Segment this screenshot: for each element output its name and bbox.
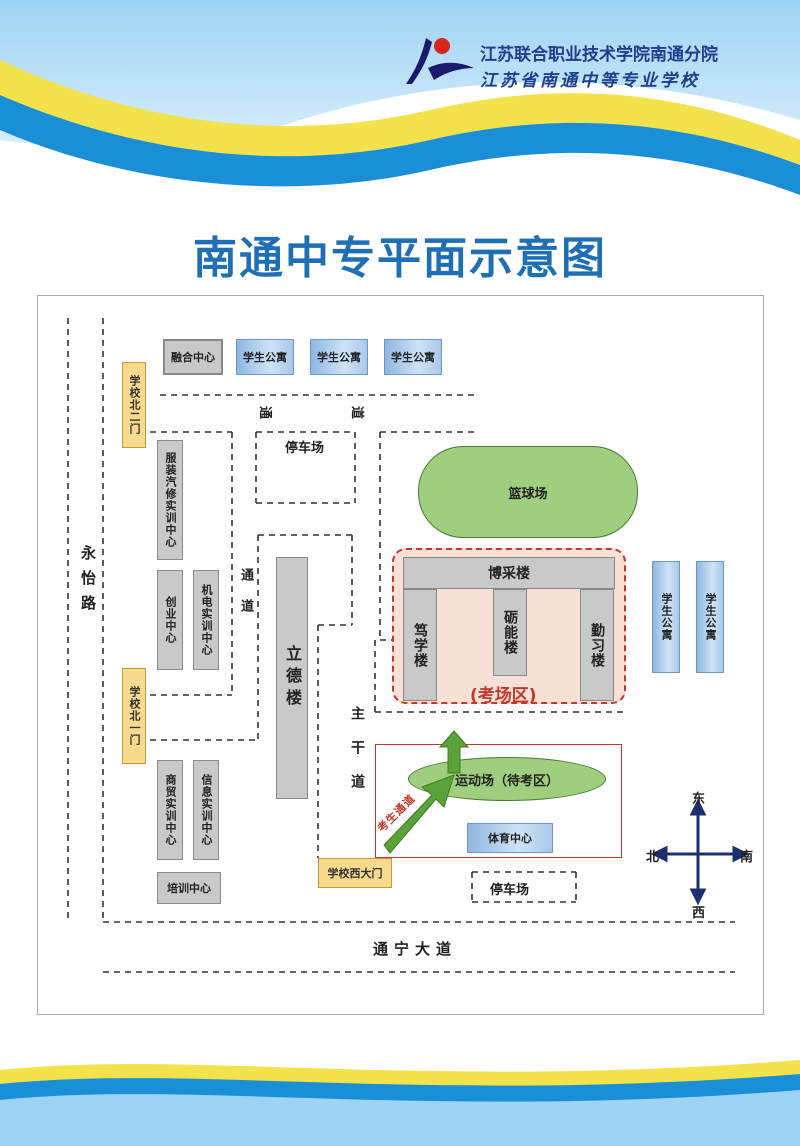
exam-zone-label: (考场区): [470, 686, 537, 706]
building-fuzhuang: 服装汽修实训中心: [157, 440, 183, 560]
compass-east: 东: [692, 792, 706, 807]
gate-west-main: 学校西大门: [318, 858, 392, 888]
road-yongyi: 永怡路: [79, 545, 97, 620]
header-wave-background: [0, 0, 800, 195]
building-lineng: 砺能楼: [493, 589, 527, 676]
building-apartment-4: 学生公寓: [652, 561, 680, 673]
parking-top: 停车场: [285, 441, 325, 456]
building-qinxi: 勤习楼: [580, 589, 614, 701]
building-xinxi: 信息实训中心: [193, 760, 219, 860]
gate-north-2: 学校北二门: [122, 362, 146, 448]
school-name-line-2: 江苏省南通中等专业学校: [480, 71, 700, 91]
building-ronghe: 融合中心: [163, 339, 223, 375]
building-apartment-1: 学生公寓: [236, 339, 294, 375]
road-tongning: 通宁大道: [373, 940, 458, 958]
road-passage-top-right: 道: [349, 405, 365, 420]
footer-wave-background: [0, 1060, 800, 1146]
building-jidian: 机电实训中心: [193, 570, 219, 670]
school-logo: [406, 38, 474, 84]
basketball-court: 篮球场: [418, 446, 638, 538]
road-passage-top-left: 通: [257, 405, 273, 420]
candidate-passage-arrow: [383, 730, 470, 854]
school-name-line-1: 江苏联合职业技术学院南通分院: [480, 45, 718, 65]
page-title: 南通中专平面示意图: [193, 233, 607, 284]
building-chuangye: 创业中心: [157, 570, 183, 670]
gate-north-1: 学校北一门: [122, 668, 146, 764]
compass-rose: [650, 798, 748, 906]
building-apartment-3: 学生公寓: [384, 339, 442, 375]
building-duxue: 笃学楼: [403, 589, 437, 701]
compass-north: 北: [646, 850, 660, 865]
building-lide: 立德楼: [276, 557, 308, 799]
road-main: 主干道: [349, 706, 365, 808]
building-shangmao: 商贸实训中心: [157, 760, 183, 860]
road-passage-left: 通道: [238, 568, 253, 630]
building-bocai: 博采楼: [403, 557, 615, 589]
compass-west: 西: [692, 906, 706, 921]
waiting-area: [375, 744, 622, 858]
building-apartment-5: 学生公寓: [696, 561, 724, 673]
parking-bottom: 停车场: [490, 883, 530, 898]
compass-south: 南: [740, 850, 754, 865]
building-apartment-2: 学生公寓: [310, 339, 368, 375]
building-peixun: 培训中心: [157, 872, 221, 904]
building-gym: 体育中心: [467, 823, 553, 853]
